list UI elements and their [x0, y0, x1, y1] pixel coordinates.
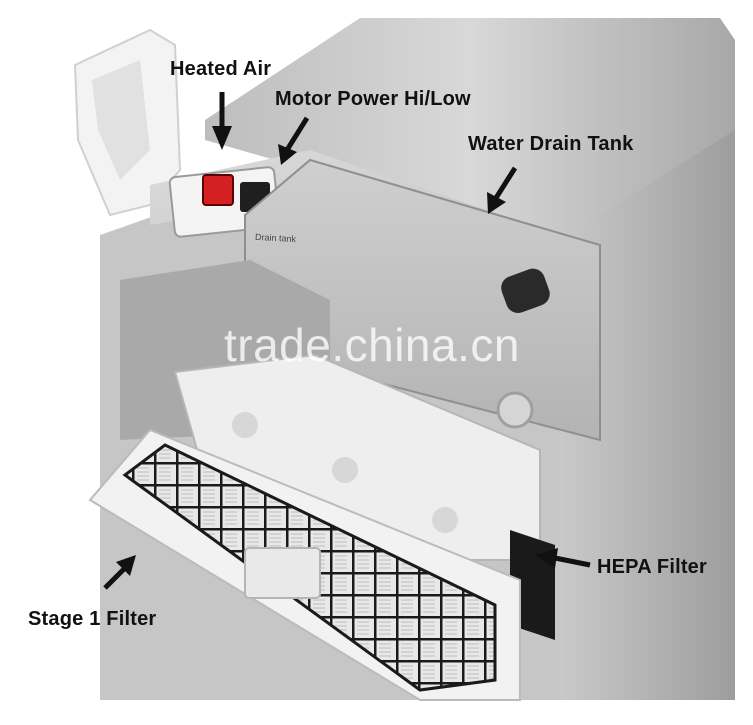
hepa-filter-label: HEPA Filter	[597, 556, 707, 578]
motor-power-arrow-icon	[278, 116, 310, 165]
drain-tank-text: Drain tank	[254, 231, 297, 245]
stage1-filter-arrow-icon	[103, 555, 136, 590]
inner-housing	[120, 260, 541, 561]
air-outlet-flap	[73, 28, 182, 217]
heated-air-label: Heated Air	[170, 58, 272, 80]
hepa-filter-arrow-icon	[535, 548, 591, 568]
heated-air-switch-icon	[202, 174, 234, 206]
water-drain-tank-label: Water Drain Tank	[468, 133, 634, 155]
stage1-filter-tray	[88, 428, 521, 701]
water-drain-arrow-icon	[487, 166, 518, 214]
motor-power-label: Motor Power Hi/Low	[275, 88, 471, 110]
stage1-filter-label: Stage 1 Filter	[28, 608, 157, 630]
heated-air-arrow-icon	[212, 92, 232, 150]
watermark: trade.china.cn	[224, 319, 520, 371]
